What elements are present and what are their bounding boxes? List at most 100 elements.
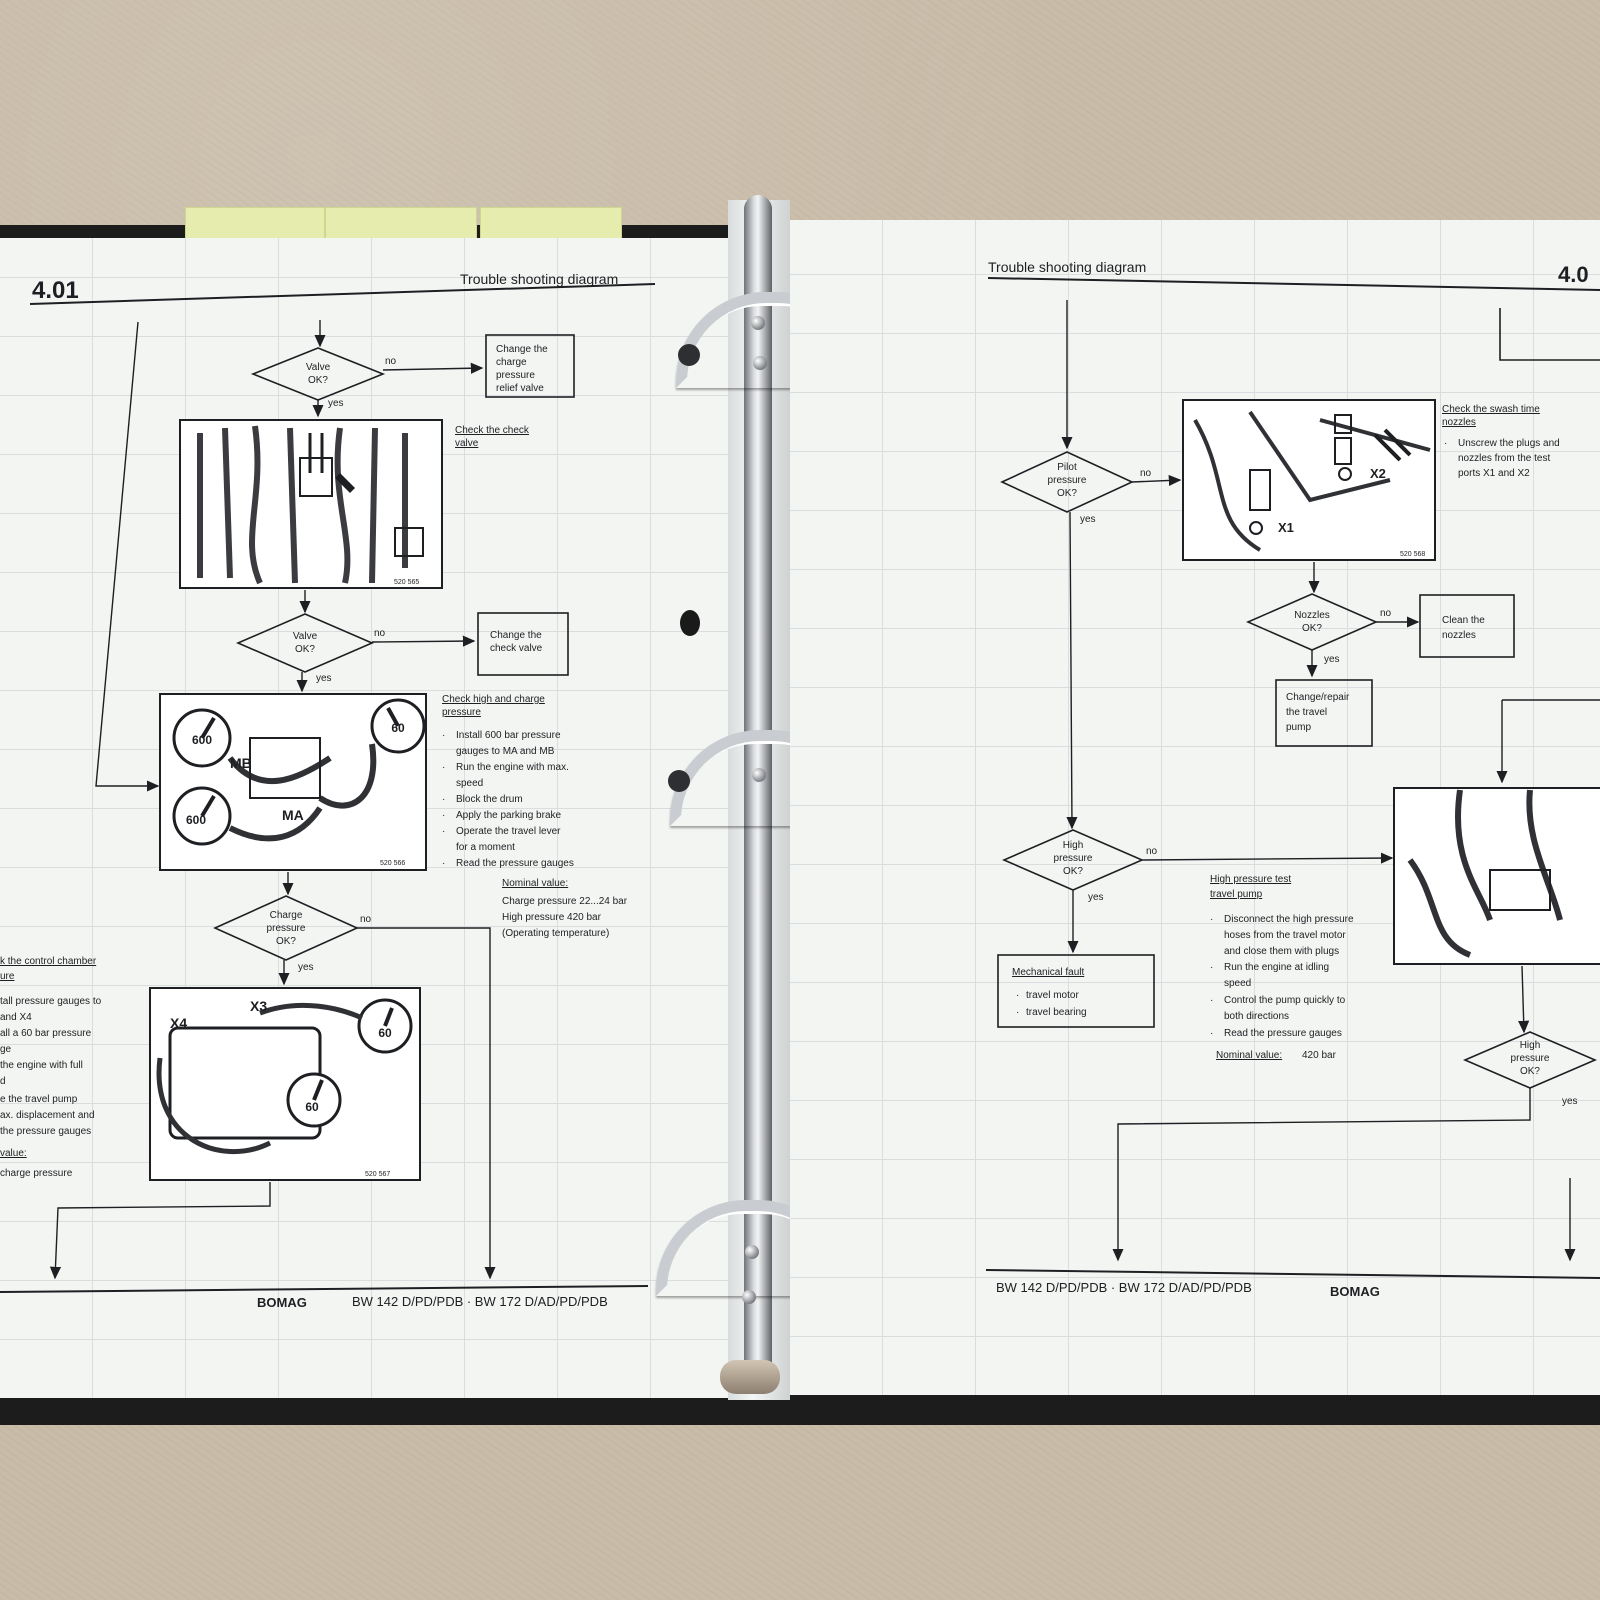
bullet-dot-6: · (442, 810, 445, 821)
yes-label-high-2: yes (1562, 1096, 1578, 1107)
decision-charge-line-1: Charge (270, 910, 303, 921)
figure-2-code: 520 566 (380, 860, 405, 867)
footer-model-right: BW 142 D/PD/PDB · BW 172 D/AD/PD/PDB (996, 1280, 1252, 1295)
edge-line-7: e the travel pump (0, 1094, 78, 1105)
right-section-number: 4.0 (1558, 262, 1589, 287)
bullet-7: Operate the travel lever (456, 826, 561, 837)
footer-brand-right: BOMAG (1330, 1284, 1380, 1299)
decision-high-2-line-2: pressure (1511, 1053, 1550, 1064)
nominal-title-left: Nominal value: (502, 878, 568, 889)
right-flowchart: Trouble shooting diagram 4.0 Pilot press… (985, 259, 1600, 1299)
arrow-partial-figure-down (1518, 965, 1530, 1034)
edge-nominal-title: value: (0, 1148, 27, 1159)
yes-label-nozzles: yes (1324, 654, 1340, 665)
bullet-dot-7: · (442, 826, 445, 837)
edge-title-1: k the control chamber (0, 956, 97, 967)
high-test-dot-6: · (1210, 995, 1213, 1006)
high-test-title-1: High pressure test (1210, 874, 1291, 885)
box-change-pump (1275, 679, 1373, 747)
arrow-no-pilot (1131, 474, 1182, 487)
decision-valve-1-line-1: Valve (306, 362, 331, 373)
yes-label-high-1: yes (1088, 892, 1104, 903)
edge-line-2: and X4 (0, 1012, 32, 1023)
decision-valve-1 (250, 347, 386, 401)
high-test-nominal-value: 420 bar (1302, 1050, 1337, 1061)
mechanical-bullet-1: travel motor (1026, 990, 1079, 1001)
mechanical-dot-2: · (1016, 1007, 1019, 1018)
figure-check-valve: 520 565 (179, 419, 443, 589)
nominal-line-3: (Operating temperature) (502, 928, 609, 939)
high-test-bullet-6: Control the pump quickly to (1224, 995, 1346, 1006)
figure-swash-code: 520 568 (1400, 551, 1425, 558)
rivet-2 (753, 356, 767, 370)
yes-label-1: yes (328, 398, 344, 409)
figure-swash-label-x1: X1 (1278, 520, 1294, 535)
mechanical-dot-1: · (1016, 990, 1019, 1001)
edge-line-8: ax. displacement and (0, 1110, 95, 1121)
right-page: Trouble shooting diagram 4.0 Pilot press… (790, 220, 1600, 1395)
decision-valve-1-line-2: OK? (308, 375, 328, 386)
no-label-nozzles: no (1380, 608, 1392, 619)
edge-line-9: the pressure gauges (0, 1126, 91, 1137)
box-change-relief-line-4: relief valve (496, 383, 544, 394)
high-test-bullet-8: Read the pressure gauges (1224, 1028, 1342, 1039)
box-change-relief (485, 334, 575, 398)
swash-bullet-3: ports X1 and X2 (1458, 468, 1530, 479)
decision-valve-2 (235, 613, 375, 673)
box-change-pump-line-1: Change/repair (1286, 692, 1350, 703)
footer-brand-left: BOMAG (257, 1295, 307, 1310)
box-change-check (477, 612, 569, 676)
high-test-bullet-7: both directions (1224, 1011, 1289, 1022)
footer-rule-right (985, 1269, 1600, 1279)
rivet-4 (745, 1245, 759, 1259)
step-swash-title-2: nozzles (1442, 417, 1476, 428)
figure-2-label-60: 60 (391, 721, 405, 735)
swash-bullet-dot: · (1444, 438, 1447, 449)
high-test-dot-8: · (1210, 1028, 1213, 1039)
figure-2-label-ma: MA (282, 807, 304, 823)
no-label-1: no (385, 356, 397, 367)
punch-hole (680, 610, 700, 636)
right-header-title: Trouble shooting diagram (988, 259, 1146, 275)
high-test-nominal-title: Nominal value: (1216, 1050, 1282, 1061)
figure-high-charge-gauges: 600 60 600 MB MA 520 566 (159, 693, 427, 871)
bullet-dot-5: · (442, 794, 445, 805)
decision-pilot-line-2: pressure (1048, 475, 1087, 486)
edge-line-4: ge (0, 1044, 12, 1055)
figure-swash-nozzles: X2 X1 520 568 (1182, 399, 1436, 561)
arrow-no-high-1 (1141, 852, 1394, 864)
section-number: 4.01 (32, 277, 79, 304)
decision-nozzles-line-1: Nozzles (1294, 610, 1330, 621)
mechanical-bullet-2: travel bearing (1026, 1007, 1087, 1018)
left-page: 4.01 Trouble shooting diagram Valve OK? … (0, 238, 728, 1398)
swash-bullet-1: Unscrew the plugs and (1458, 438, 1560, 449)
box-change-relief-line-2: charge (496, 357, 527, 368)
edge-line-3: all a 60 bar pressure (0, 1028, 92, 1039)
no-label-high-1: no (1146, 846, 1158, 857)
step-swash-title-1: Check the swash time (1442, 404, 1540, 415)
step-high-charge-title-2: pressure (442, 707, 481, 718)
decision-charge-line-2: pressure (267, 923, 306, 934)
no-label-pilot: no (1140, 468, 1152, 479)
high-test-bullet-3: and close them with plugs (1224, 946, 1339, 957)
high-test-bullet-2: hoses from the travel motor (1224, 930, 1346, 941)
swash-bullet-2: nozzles from the test (1458, 453, 1550, 464)
decision-high-2-line-3: OK? (1520, 1066, 1540, 1077)
bullet-9: Read the pressure gauges (456, 858, 574, 869)
step-high-charge-title-1: Check high and charge (442, 694, 545, 705)
decision-high-2-line-1: High (1520, 1040, 1541, 1051)
edge-line-1: tall pressure gauges to (0, 996, 102, 1007)
decision-high-1-line-1: High (1063, 840, 1084, 851)
figure-control-chamber: X4 X3 60 60 520 567 (149, 987, 421, 1181)
decision-pilot-line-3: OK? (1057, 488, 1077, 499)
decision-high-1-line-3: OK? (1063, 866, 1083, 877)
decision-valve-2-line-2: OK? (295, 644, 315, 655)
figure-3-label-x4: X4 (170, 1015, 187, 1031)
box-change-check-line-1: Change the (490, 630, 542, 641)
yes-label-2: yes (316, 673, 332, 684)
rivet-3 (752, 768, 766, 782)
decision-valve-2-line-1: Valve (293, 631, 318, 642)
rivet-5 (742, 1290, 756, 1304)
bullet-dot-1: · (442, 730, 445, 741)
edge-nominal-line: charge pressure (0, 1168, 73, 1179)
